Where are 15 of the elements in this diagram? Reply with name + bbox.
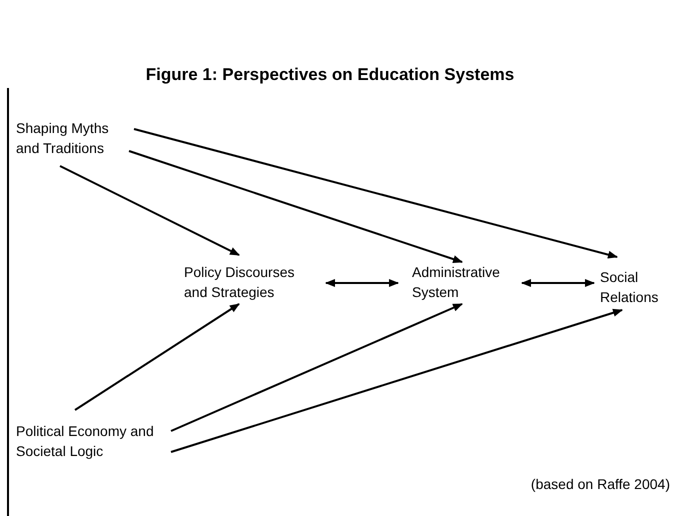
arrow	[170, 308, 623, 453]
arrow	[128, 150, 463, 263]
arrow	[521, 279, 595, 287]
arrow	[325, 279, 399, 287]
node-label: Policy Discourses and Strategies	[184, 263, 296, 302]
arrow	[60, 165, 240, 256]
node-label: Administrative System	[412, 263, 501, 302]
arrow	[170, 303, 463, 432]
node-label: Social Relations	[600, 268, 660, 307]
arrow	[134, 128, 618, 259]
figure-title: Figure 1: Perspectives on Education Systems	[144, 65, 516, 85]
arrow	[74, 303, 240, 411]
source-note: (based on Raffe 2004)	[530, 476, 670, 492]
node-label: Shaping Myths and Traditions	[16, 119, 110, 158]
node-label: Political Economy and Societal Logic	[16, 422, 155, 461]
